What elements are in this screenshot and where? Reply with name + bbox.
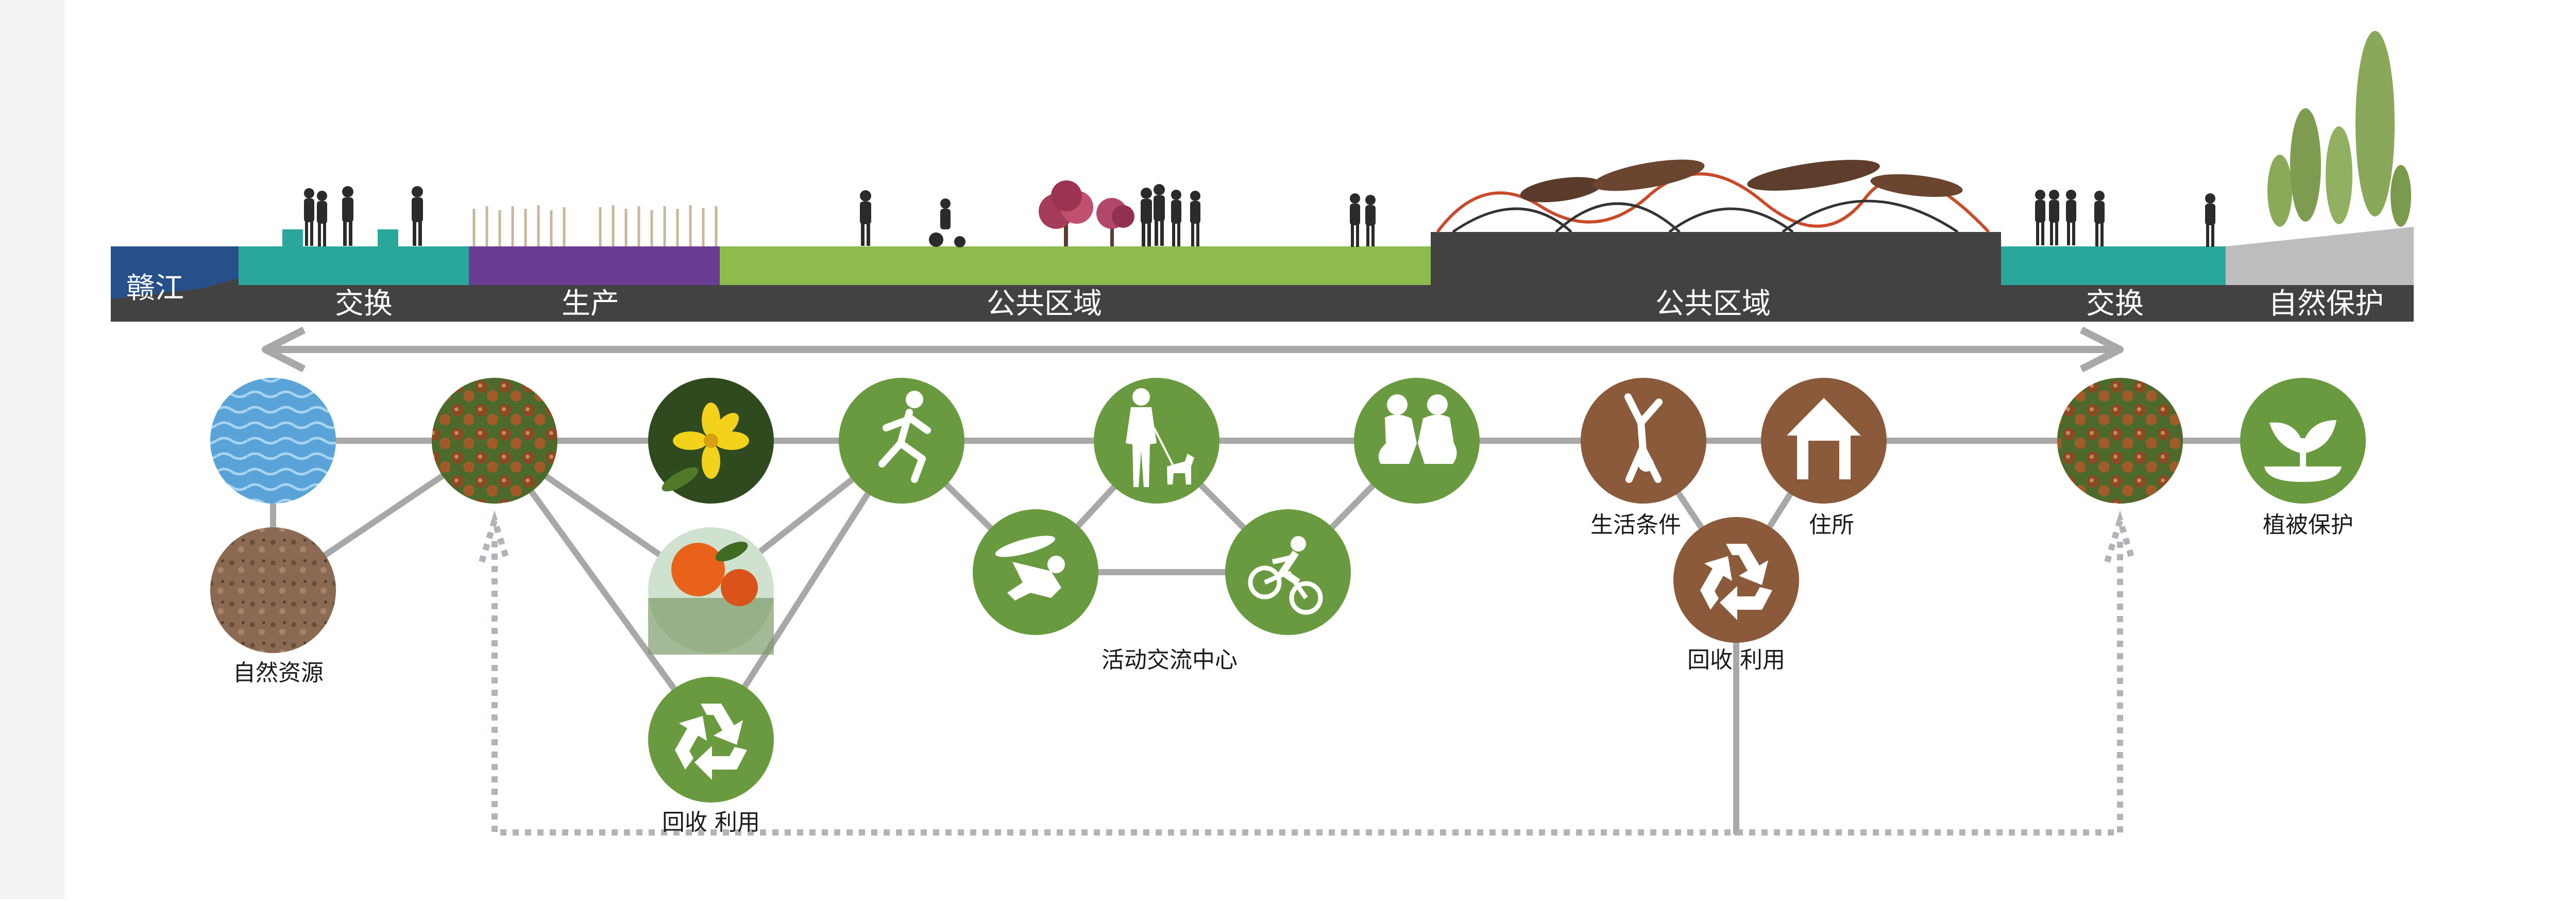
skateboarder-icon bbox=[995, 536, 1065, 600]
label-activity-center: 活动交流中心 bbox=[1101, 647, 1238, 673]
cypress-trees bbox=[2267, 31, 2411, 227]
label-residence: 住所 bbox=[1809, 512, 1854, 538]
house-icon bbox=[1787, 398, 1861, 479]
recycle-icon bbox=[1700, 544, 1772, 620]
zone-public-right-strip bbox=[1431, 232, 2001, 285]
seed-pods-photo bbox=[432, 378, 557, 504]
planter-box bbox=[378, 229, 398, 246]
flowering-trees bbox=[1039, 180, 1134, 246]
zone-label-nature: 自然保护 bbox=[2268, 287, 2384, 321]
river-block bbox=[111, 246, 239, 299]
node-soil bbox=[210, 527, 336, 653]
seated-couple-icon bbox=[1378, 394, 1457, 464]
planter-box bbox=[282, 229, 303, 246]
recycle-icon bbox=[675, 704, 747, 780]
label-vegetation-protection: 植被保护 bbox=[2263, 512, 2353, 538]
node-dog-walker bbox=[1094, 378, 1219, 504]
node-couple bbox=[1354, 378, 1480, 504]
node-water bbox=[210, 378, 336, 504]
zone-label-public-right: 公共区域 bbox=[1655, 287, 1771, 321]
seed-pods-photo bbox=[2057, 378, 2183, 504]
runner-icon bbox=[878, 391, 931, 483]
people-silhouettes-right bbox=[2035, 190, 2215, 247]
zone-public-left-strip bbox=[720, 246, 1431, 285]
node-runner bbox=[839, 378, 964, 504]
node-living-conditions bbox=[1581, 378, 1706, 504]
dotted-feedback-path bbox=[479, 510, 2136, 836]
node-fruit bbox=[648, 527, 774, 655]
zone-label-exchange-right: 交换 bbox=[2086, 287, 2144, 321]
dog-walker-icon bbox=[1126, 388, 1194, 487]
node-residence bbox=[1761, 378, 1887, 504]
network-diagram: 自然资源 回收 利用 活动交流中心 生活条件 住所 回收 利用 植被保护 bbox=[210, 378, 2366, 836]
node-vegetation-protection bbox=[2240, 378, 2366, 504]
water-photo bbox=[210, 378, 336, 504]
canopy-structures bbox=[1436, 159, 1990, 233]
node-cyclist bbox=[1225, 509, 1351, 635]
node-seeds-left bbox=[432, 378, 557, 504]
node-recycle-left bbox=[648, 677, 774, 803]
zone-label-exchange-left: 交换 bbox=[335, 287, 393, 321]
wheat-crops bbox=[472, 205, 718, 246]
label-living-conditions: 生活条件 bbox=[1590, 512, 1681, 538]
node-skateboarder bbox=[973, 509, 1098, 635]
zone-nature-strip bbox=[2226, 227, 2414, 285]
section-base-band bbox=[111, 278, 2414, 322]
label-natural-resources: 自然资源 bbox=[233, 660, 324, 686]
sprout-icon bbox=[2264, 420, 2342, 482]
zone-exchange-right-strip bbox=[2001, 246, 2226, 285]
handstand-icon bbox=[1624, 393, 1663, 483]
node-flower bbox=[648, 378, 774, 504]
node-seeds-right bbox=[2057, 378, 2183, 504]
people-silhouettes-left bbox=[304, 186, 423, 246]
zone-label-public-left: 公共区域 bbox=[987, 287, 1102, 321]
left-gutter bbox=[0, 0, 64, 899]
bmx-cyclist-icon bbox=[1248, 536, 1323, 615]
zone-label-production: 生产 bbox=[562, 287, 619, 321]
river-label: 赣江 bbox=[126, 272, 184, 305]
label-recycle-left: 回收 利用 bbox=[662, 809, 760, 836]
cross-section: 赣江 交换 生产 公共区域 公共区域 交换 自然保护 bbox=[111, 31, 2414, 373]
people-silhouettes-public bbox=[860, 184, 1376, 247]
zone-exchange-left-strip bbox=[239, 246, 469, 285]
soil-photo bbox=[210, 527, 336, 653]
connector-lines bbox=[270, 438, 2306, 836]
label-recycle-right: 回收 利用 bbox=[1687, 647, 1785, 673]
extent-arrow bbox=[262, 326, 2124, 373]
zone-production-strip bbox=[469, 246, 720, 285]
node-recycle-right bbox=[1673, 517, 1799, 643]
